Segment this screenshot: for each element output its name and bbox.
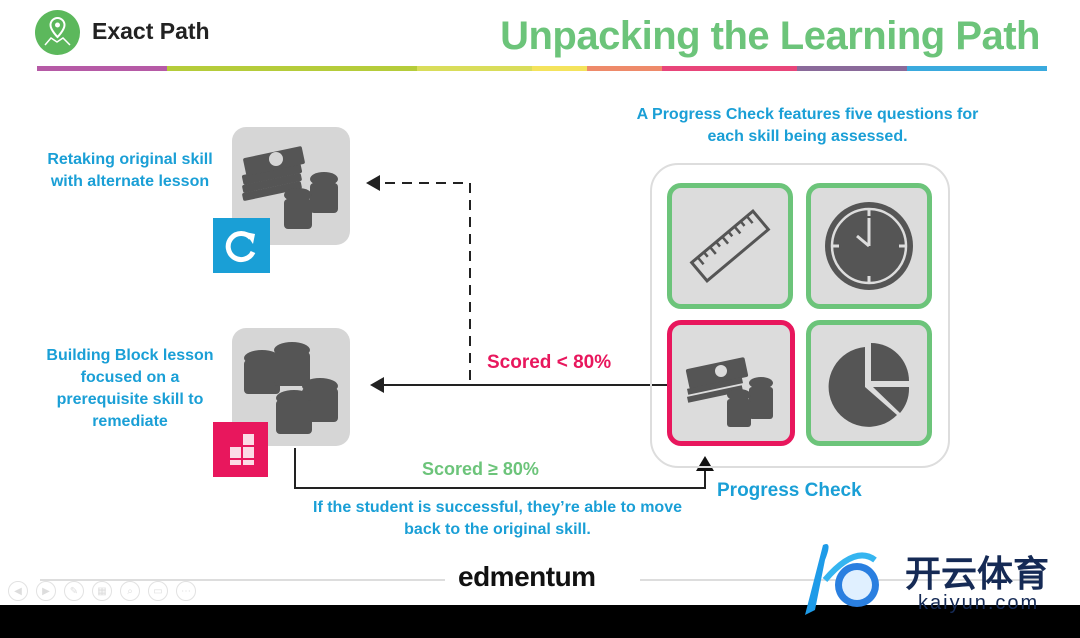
footer-divider-left [40, 579, 445, 581]
progress-check-panel [650, 163, 950, 468]
ruler-tile[interactable] [667, 183, 793, 309]
money-icon [685, 357, 773, 427]
retake-label: Retaking original skill with alternate l… [47, 151, 213, 190]
slide-title: Unpacking the Learning Path [500, 14, 1040, 58]
brand-name: Exact Path [92, 18, 210, 44]
pie-chart-tile[interactable] [806, 320, 932, 446]
building-block-icon [213, 422, 268, 477]
pen-icon[interactable]: ✎ [64, 581, 84, 601]
progress-check-label: Progress Check [717, 480, 862, 501]
alternate-lesson-card[interactable] [232, 127, 350, 245]
screen-icon[interactable]: ▭ [148, 581, 168, 601]
next-slide-icon[interactable]: ▶ [36, 581, 56, 601]
building-block-label: Building Block lesson focused on a prere… [46, 347, 214, 430]
slide: Exact Path Unpacking the Learning Path R… [0, 0, 1080, 605]
refresh-icon [213, 218, 270, 273]
money-icon [241, 146, 338, 229]
clock-icon [825, 202, 913, 290]
ruler-icon [689, 208, 771, 284]
map-pin-logo-icon [35, 10, 80, 55]
color-divider [37, 66, 1047, 71]
progress-check-description: A Progress Check features five questions… [636, 106, 979, 145]
more-options-icon[interactable]: ⋯ [176, 581, 196, 601]
edmentum-logo: edmentum [458, 561, 596, 592]
watermark-brand: 开云体育 [905, 553, 1050, 594]
bottom-note: If the student is successful, they’re ab… [313, 499, 682, 538]
slides-grid-icon[interactable]: ▦ [92, 581, 112, 601]
coins-icon [244, 342, 338, 434]
scored-above-label: Scored ≥ 80% [422, 459, 539, 479]
zoom-icon[interactable]: ⌕ [120, 581, 140, 601]
pie-chart-icon [828, 343, 910, 427]
previous-slide-icon[interactable]: ◀ [8, 581, 28, 601]
kaiyun-watermark-logo [795, 540, 885, 620]
money-tile[interactable] [667, 320, 795, 446]
clock-tile[interactable] [806, 183, 932, 309]
watermark-url: kaiyun.com [918, 592, 1040, 614]
scored-below-label: Scored < 80% [487, 352, 612, 373]
